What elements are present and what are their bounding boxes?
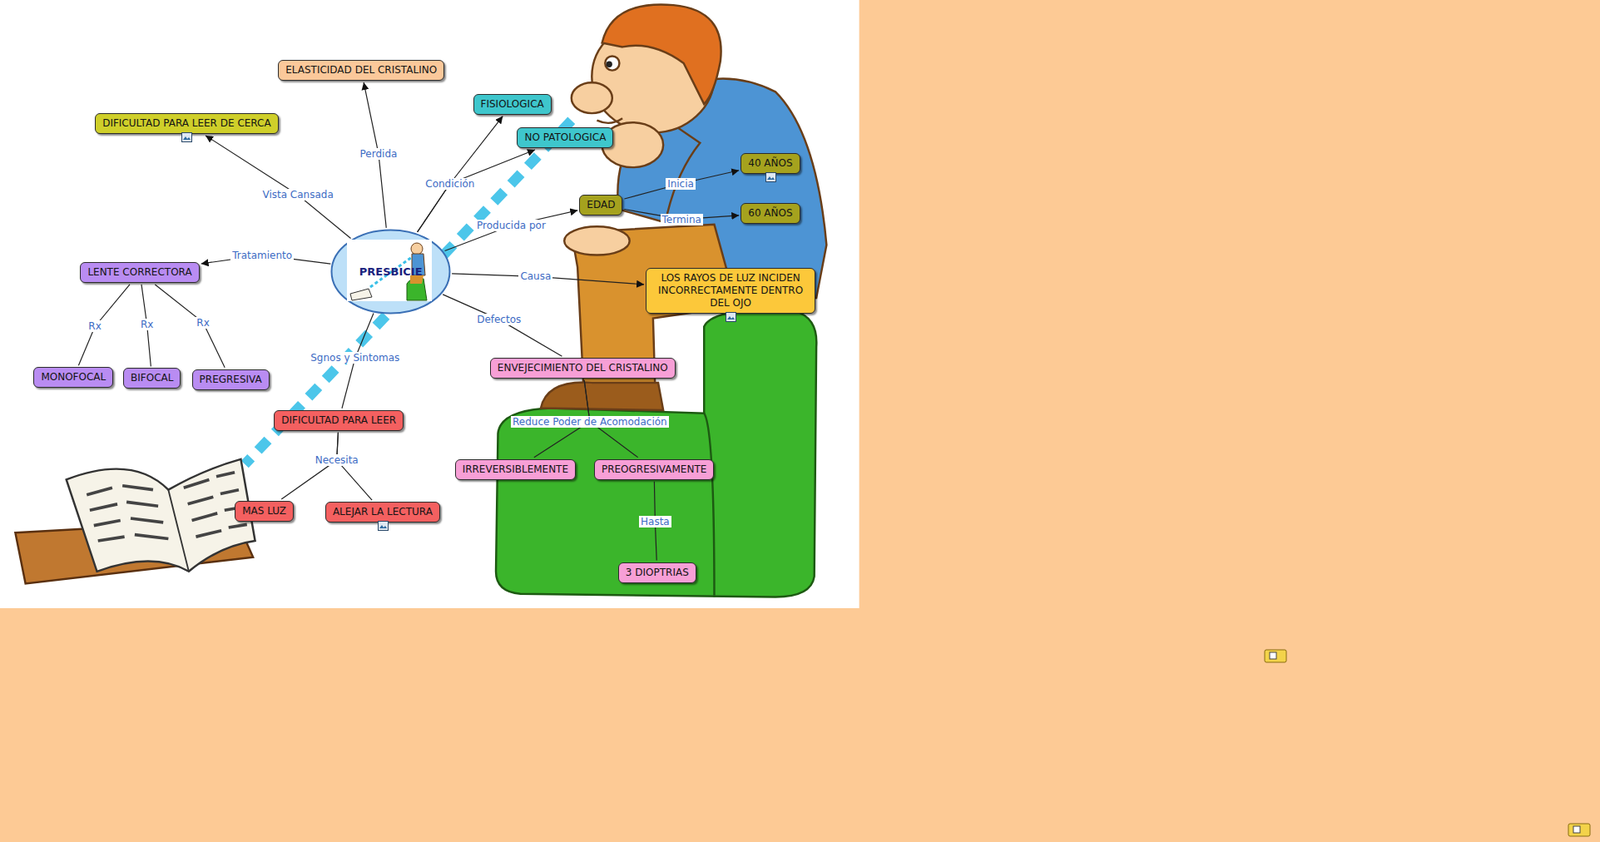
link-phrase: Producida por (475, 219, 548, 232)
concept-box: DIFICULTAD PARA LEER (273, 410, 404, 431)
concept-box: 40 AÑOS (740, 153, 800, 174)
concept-text: EDAD (586, 198, 615, 212)
concept-text: 3 DIOPTRIAS (625, 566, 689, 580)
concept-box: EDAD (579, 194, 623, 216)
concept-text: PREGRESIVA (199, 373, 263, 387)
concept-text: ELASTICIDAD DEL CRISTALINO (285, 64, 437, 77)
image-icon (765, 172, 777, 183)
concept-text: MONOFOCAL (40, 371, 106, 384)
link-phrase: Perdida (358, 148, 400, 160)
link-phrase: Causa (518, 270, 553, 283)
concept-box: FISIOLOGICA (473, 94, 552, 115)
link-phrase: Necesita (313, 454, 361, 466)
man-figure (540, 4, 827, 411)
app-icon (1264, 649, 1591, 837)
topic-picture (346, 239, 432, 302)
link-phrase: Vista Cansada (260, 188, 335, 201)
concept-box: PREOGRESIVAMENTE (594, 459, 714, 481)
link-phrase: Hasta (639, 515, 672, 528)
concept-text: PREOGRESIVAMENTE (601, 463, 707, 476)
concept-box: LOS RAYOS DE LUZ INCIDEN INCORRECTAMENTE… (645, 267, 816, 314)
line-of-sight (244, 120, 571, 465)
concept-box: IRREVERSIBLEMENTE (455, 459, 576, 481)
image-icon (181, 132, 193, 143)
connector (445, 210, 579, 252)
image-icon (725, 312, 737, 322)
link-phrase: Tratamiento (230, 249, 294, 262)
concept-box: LENTE CORRECTORA (79, 262, 199, 283)
topic-ellipse: PRESBICIE (330, 228, 451, 315)
concept-text: MAS LUZ (242, 505, 287, 518)
concept-box: ENVEJECIMIENTO DEL CRISTALINO (490, 357, 676, 379)
ellipse-shape (331, 229, 451, 313)
book (14, 459, 255, 585)
concept-text: ALEJAR LA LECTURA (332, 505, 433, 519)
concept-text: 40 AÑOS (747, 157, 793, 170)
concept-text: LENTE CORRECTORA (87, 266, 192, 279)
connector (624, 170, 739, 199)
concept-box: DIFICULTAD PARA LEER DE CERCA (94, 113, 279, 134)
link-phrase: Termina (660, 213, 704, 226)
connector (336, 432, 372, 501)
link-phrase: Rx (194, 317, 211, 329)
concept-text: NO PATOLOGICA (524, 131, 606, 144)
concept-box: BIFOCAL (123, 367, 181, 389)
connector (417, 116, 504, 233)
concept-text: DIFICULTAD PARA LEER (281, 414, 397, 427)
concept-box: MONOFOCAL (33, 366, 114, 388)
concept-box: NO PATOLOGICA (516, 127, 614, 149)
link-phrase: Rx (86, 320, 103, 332)
link-phrase: Condición (423, 178, 476, 190)
concept-text: 60 AÑOS (747, 207, 793, 220)
concept-box: 3 DIOPTRIAS (618, 562, 697, 584)
image-icon (377, 520, 389, 531)
concept-text: BIFOCAL (130, 371, 174, 385)
concept-text: ENVEJECIMIENTO DEL CRISTALINO (497, 361, 669, 375)
concept-box: PREGRESIVA (192, 369, 270, 391)
link-phrase: Sgnos y Sintomas (308, 351, 402, 364)
link-phrase: Defectos (475, 313, 523, 326)
connector (442, 294, 562, 357)
concept-box: ALEJAR LA LECTURA (325, 501, 441, 523)
link-phrase: Reduce Poder de Acomodación (510, 416, 669, 428)
concept-text: LOS RAYOS DE LUZ INCIDEN INCORRECTAMENTE… (653, 272, 808, 310)
link-phrase: Rx (138, 318, 155, 331)
white-panel (0, 0, 860, 609)
concept-box: MAS LUZ (234, 500, 294, 522)
concept-box: 60 AÑOS (740, 203, 800, 224)
connector (78, 284, 130, 366)
chair (495, 310, 817, 598)
concept-text: DIFICULTAD PARA LEER DE CERCA (102, 117, 272, 130)
concept-text: IRREVERSIBLEMENTE (462, 463, 569, 476)
connector (205, 135, 352, 239)
connector (154, 284, 225, 368)
topic-title: PRESBICIE (359, 265, 423, 278)
concept-text: FISIOLOGICA (480, 98, 545, 111)
concept-box: ELASTICIDAD DEL CRISTALINO (277, 59, 445, 81)
link-phrase: Inicia (665, 178, 696, 190)
